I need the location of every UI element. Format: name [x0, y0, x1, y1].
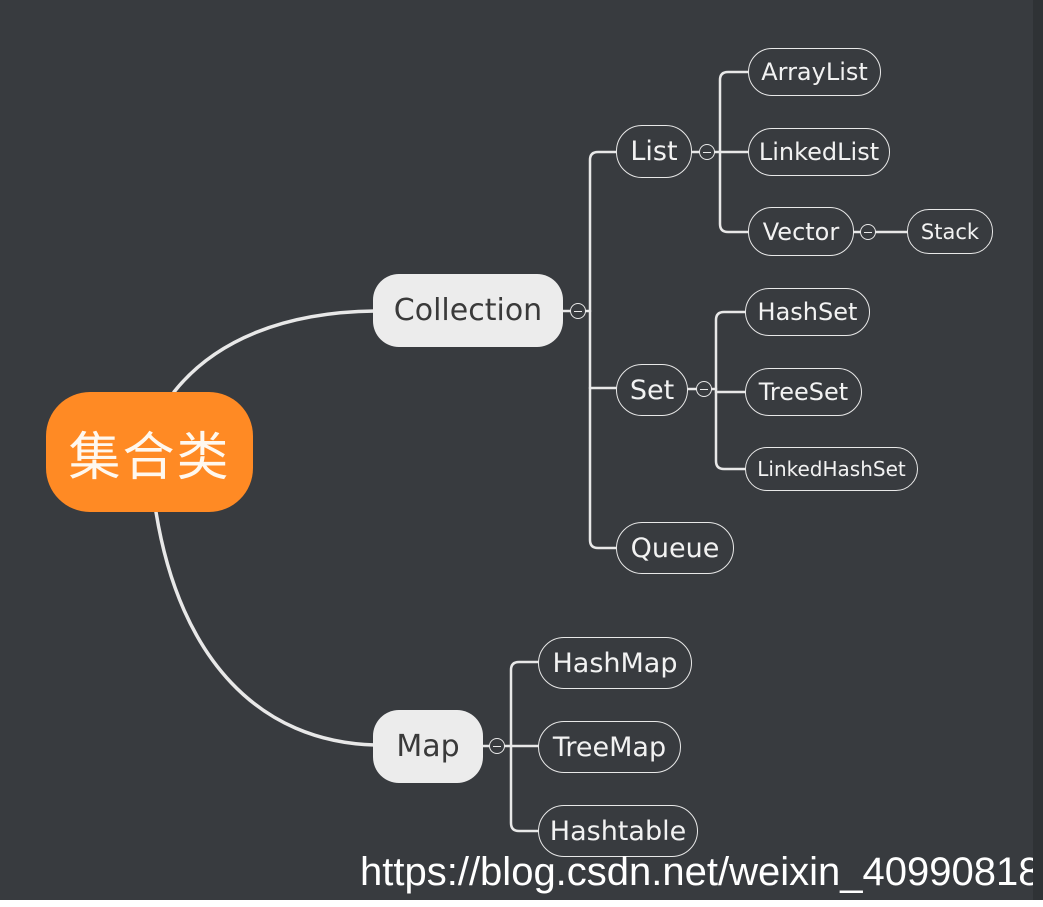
set-collapse-icon[interactable]: [696, 381, 712, 397]
collection-label: Collection: [393, 293, 543, 328]
hashmap-node[interactable]: HashMap: [538, 637, 692, 689]
hashtable-node[interactable]: Hashtable: [538, 805, 698, 857]
root-label: 集合类: [68, 427, 231, 488]
hashset-node[interactable]: HashSet: [745, 288, 870, 336]
hashset-label: HashSet: [757, 298, 858, 326]
arraylist-node[interactable]: ArrayList: [748, 48, 881, 96]
hashmap-label: HashMap: [552, 647, 678, 679]
hashtable-label: Hashtable: [549, 815, 687, 847]
list-collapse-icon[interactable]: [699, 144, 715, 160]
linkedlist-node[interactable]: LinkedList: [748, 128, 890, 176]
list-node[interactable]: List: [616, 125, 692, 178]
map-collapse-icon[interactable]: [489, 738, 505, 754]
linkedhashset-label: LinkedHashSet: [757, 457, 906, 481]
set-node[interactable]: Set: [616, 364, 688, 416]
linkedhashset-node[interactable]: LinkedHashSet: [745, 447, 918, 491]
treeset-node[interactable]: TreeSet: [745, 368, 862, 416]
treemap-node[interactable]: TreeMap: [538, 721, 681, 773]
watermark-url: https://blog.csdn.net/weixin_40990818: [360, 850, 1041, 894]
linkedlist-label: LinkedList: [758, 138, 880, 166]
root-node[interactable]: 集合类: [46, 392, 253, 512]
arraylist-label: ArrayList: [761, 58, 868, 86]
map-node[interactable]: Map: [373, 710, 483, 783]
list-label: List: [630, 136, 678, 167]
collection-node[interactable]: Collection: [373, 274, 563, 347]
set-label: Set: [629, 374, 675, 406]
vector-collapse-icon[interactable]: [860, 224, 876, 240]
treeset-label: TreeSet: [758, 378, 849, 406]
queue-node[interactable]: Queue: [616, 522, 734, 574]
stack-label: Stack: [920, 219, 980, 244]
vector-label: Vector: [762, 217, 840, 246]
queue-label: Queue: [630, 532, 720, 564]
stack-node[interactable]: Stack: [907, 209, 993, 254]
collection-collapse-icon[interactable]: [570, 303, 586, 319]
treemap-label: TreeMap: [552, 731, 667, 763]
right-edge-bar: [1033, 0, 1043, 907]
bottom-edge-bar: [0, 900, 1043, 907]
map-label: Map: [396, 729, 460, 764]
vector-node[interactable]: Vector: [748, 207, 854, 256]
